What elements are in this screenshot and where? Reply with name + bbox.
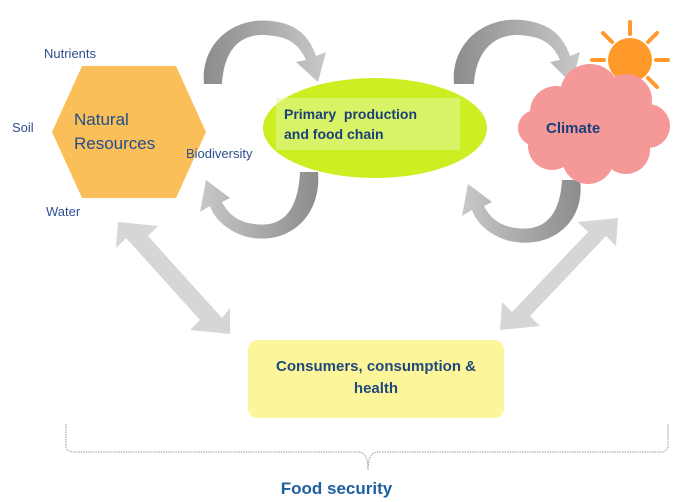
natural-resources-line2: Resources (74, 134, 156, 153)
double-arrow-climate-consumers (500, 218, 618, 330)
primary-production-label: Primary production and food chain (284, 104, 417, 144)
consumers-line2: health (353, 380, 399, 397)
natural-resources-title: Natural Resources (74, 108, 155, 156)
cycle-arrow-bottom-left (200, 172, 319, 239)
biodiversity-label: Biodiversity (186, 146, 253, 161)
double-arrow-resources-consumers (116, 222, 230, 334)
primary-production-line1: Primary production (284, 106, 418, 122)
natural-resources-line1: Natural (74, 110, 129, 129)
consumers-box (248, 340, 504, 418)
climate-cloud (518, 64, 670, 184)
food-security-brace (65, 424, 669, 471)
sun-icon (590, 20, 670, 100)
natural-resources-hexagon (52, 66, 206, 198)
cycle-arrow-bottom-right (462, 180, 581, 243)
consumers-label: Consumers, consumption & health (248, 356, 504, 400)
food-security-label: Food security (280, 479, 393, 498)
primary-production-node (263, 78, 487, 178)
consumers-line1: Consumers, consumption & (275, 358, 477, 375)
climate-label: Climate (546, 120, 601, 137)
soil-label: Soil (12, 120, 34, 135)
nutrients-label: Nutrients (44, 46, 97, 61)
primary-production-line2: and food chain (284, 126, 384, 142)
cycle-arrow-top-right (453, 19, 580, 84)
cycle-arrow-top-left (203, 20, 326, 84)
water-label: Water (46, 204, 81, 219)
